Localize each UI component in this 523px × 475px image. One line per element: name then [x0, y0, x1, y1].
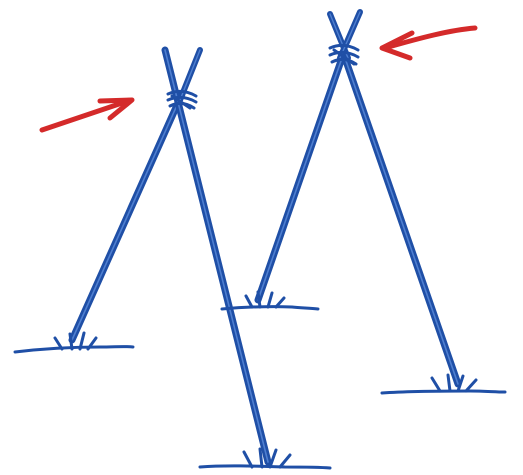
right-pointing-arrow: [42, 100, 132, 130]
right-frame-ground-left: [222, 292, 318, 309]
left-a-frame: [15, 50, 330, 468]
left-frame-pole-left: [72, 94, 182, 340]
right-frame-ground-right: [382, 375, 505, 393]
right-frame-pole-right: [345, 58, 458, 384]
left-frame-pole-right: [165, 50, 268, 462]
left-pointing-arrow: [382, 28, 475, 58]
right-frame-pole-left: [258, 58, 342, 300]
right-a-frame: [222, 12, 505, 393]
